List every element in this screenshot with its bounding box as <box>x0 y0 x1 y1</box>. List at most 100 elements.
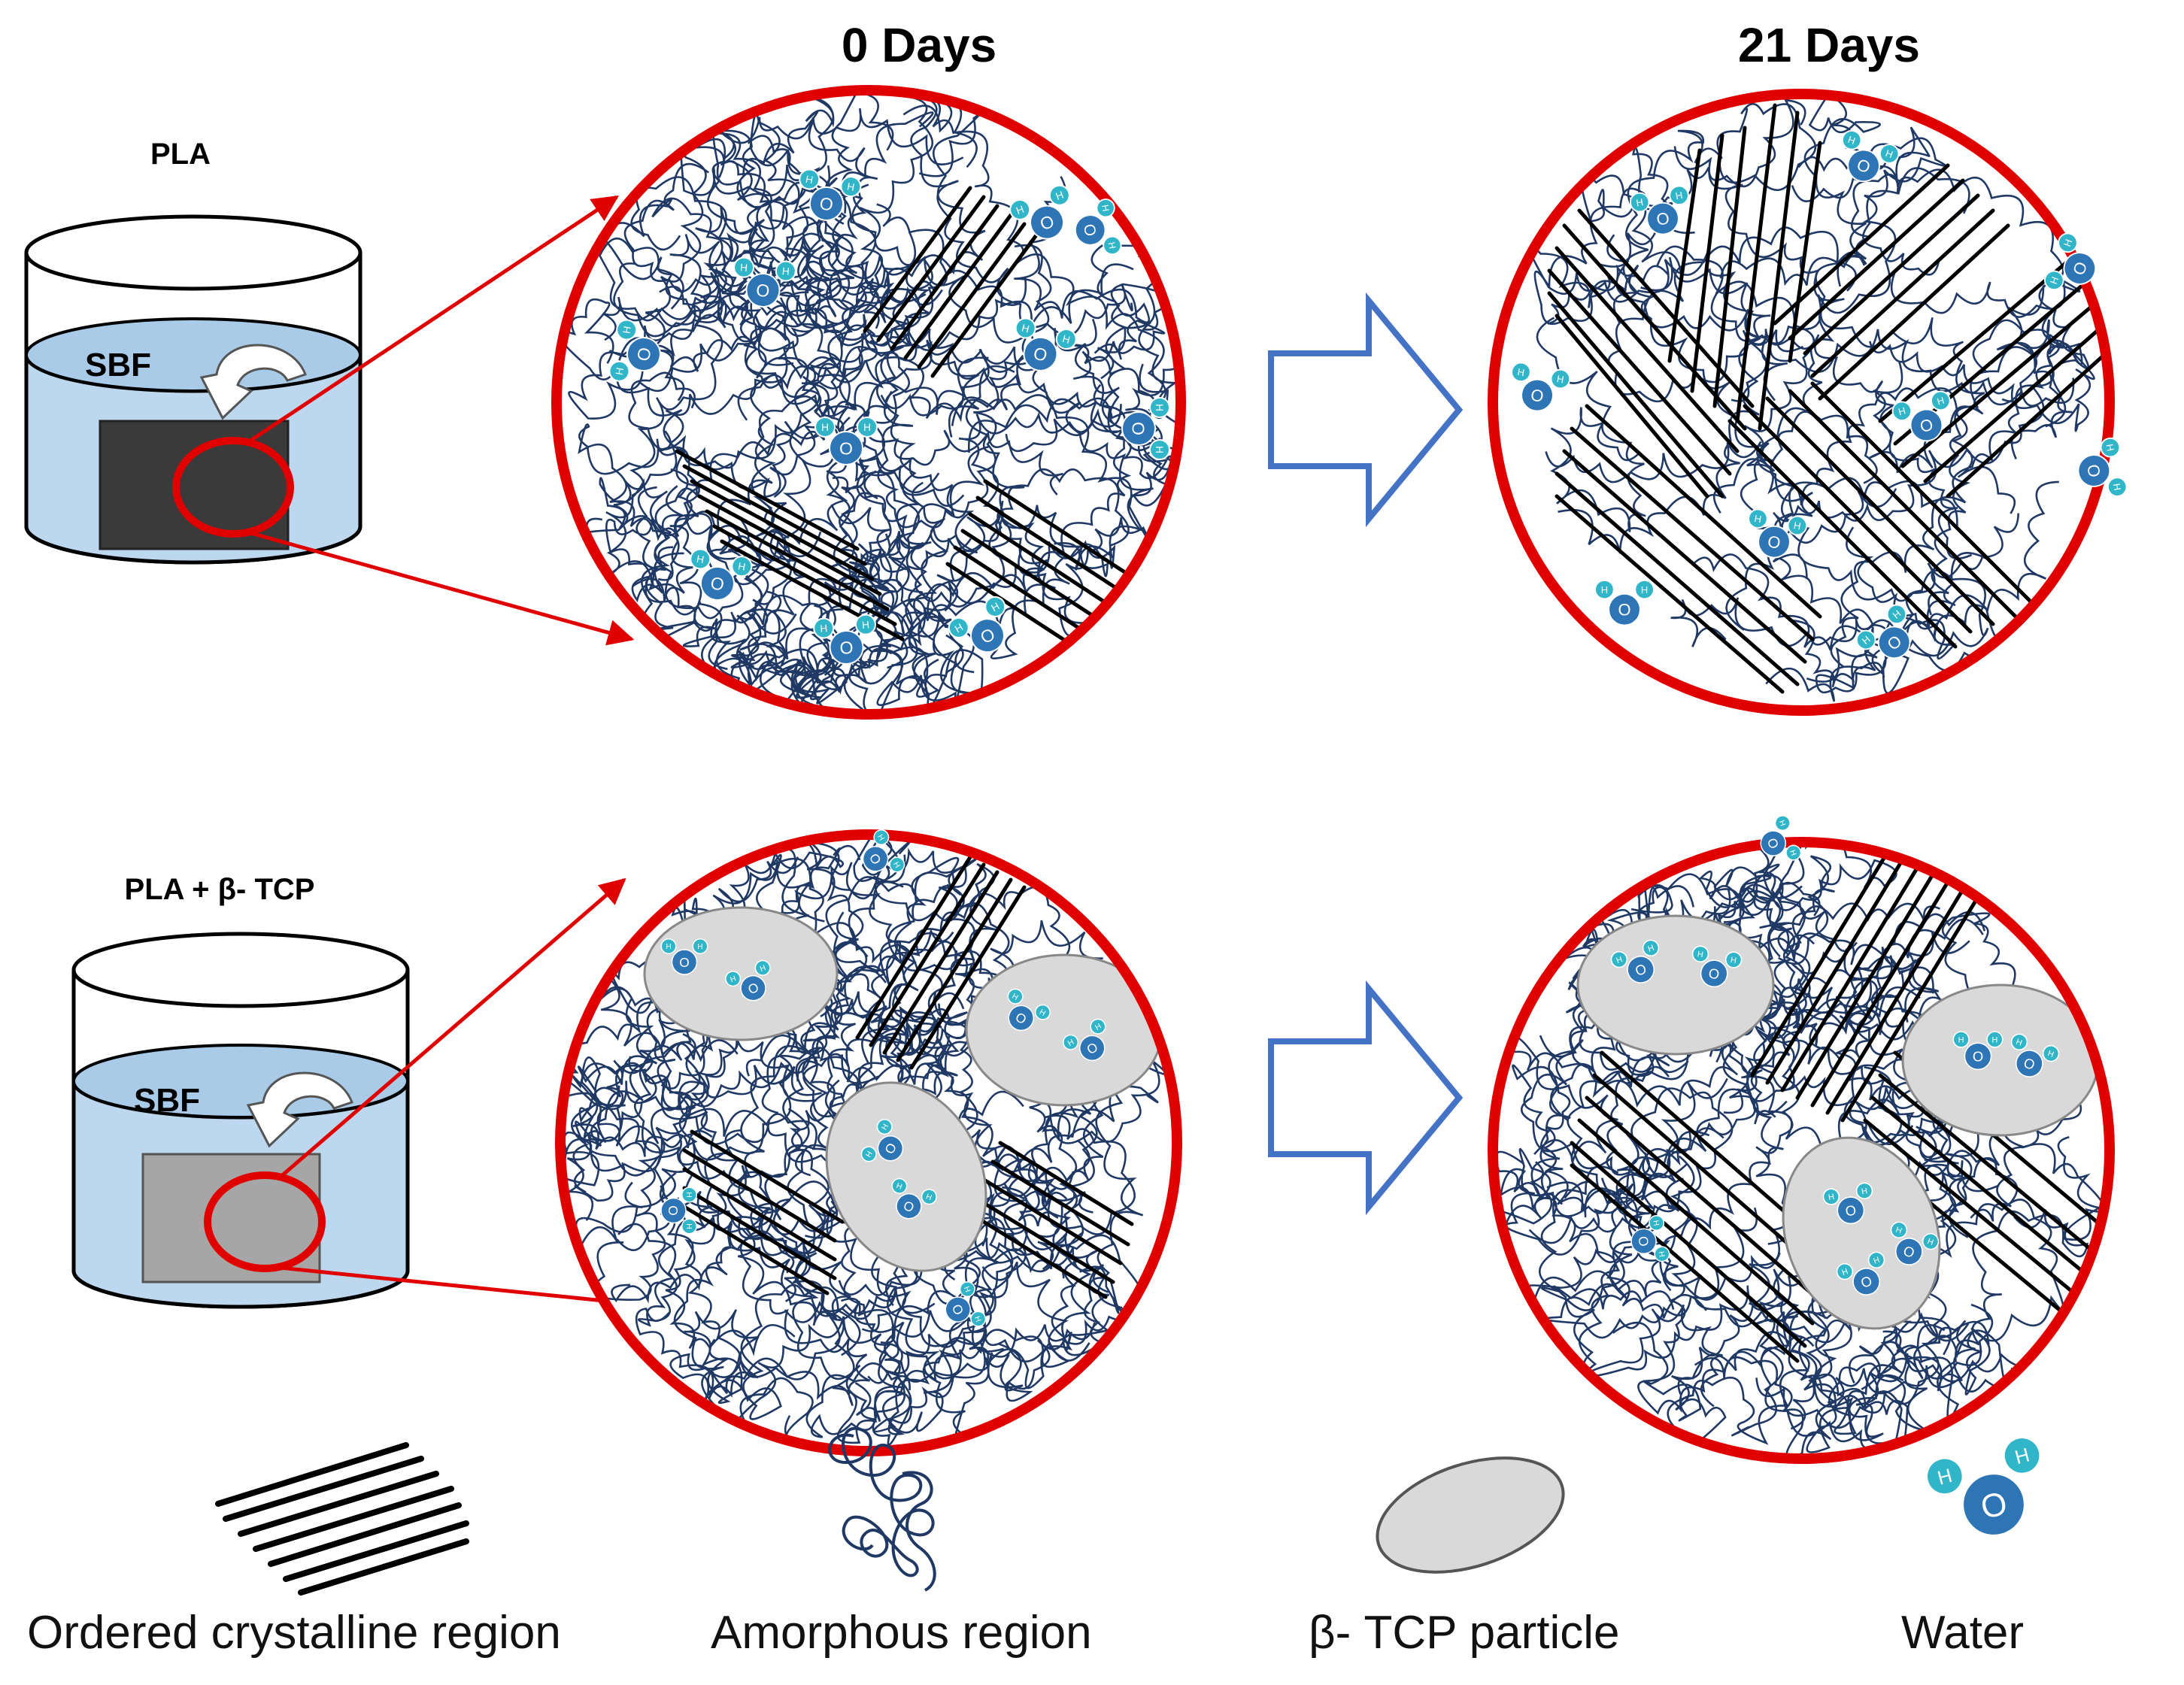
curved-arrow-icon <box>199 344 307 420</box>
svg-text:H: H <box>2046 1049 2055 1059</box>
sample-label-pla-tcp: PLA + β- TCP <box>125 873 315 906</box>
svg-text:O: O <box>1529 385 1545 406</box>
svg-text:H: H <box>1015 204 1025 217</box>
svg-text:H: H <box>1556 373 1565 385</box>
svg-text:H: H <box>875 833 885 842</box>
svg-text:O: O <box>1764 836 1782 850</box>
svg-text:H: H <box>1154 404 1165 411</box>
svg-text:H: H <box>1038 1008 1047 1018</box>
svg-text:H: H <box>1777 820 1787 828</box>
svg-text:H: H <box>666 943 671 951</box>
svg-text:H: H <box>1730 956 1737 965</box>
svg-text:H: H <box>1697 950 1704 959</box>
svg-text:O: O <box>1766 532 1782 553</box>
svg-text:O: O <box>949 1302 966 1317</box>
water-molecule: HHO <box>1822 1182 1873 1225</box>
water-molecule: HHO <box>1890 1221 1940 1265</box>
svg-text:H: H <box>1840 1267 1849 1277</box>
svg-text:H: H <box>1061 333 1071 346</box>
svg-text:H: H <box>1635 196 1644 208</box>
water-molecule: HHO <box>1691 945 1743 988</box>
svg-text:H: H <box>1753 513 1762 525</box>
crystalline-stack <box>863 186 1040 378</box>
svg-text:H: H <box>1958 1035 1964 1044</box>
water-molecule: HHO <box>862 829 905 873</box>
magnify-ring <box>172 437 294 538</box>
svg-text:O: O <box>1918 415 1935 437</box>
water-molecule: HHO <box>1015 317 1077 371</box>
svg-text:H: H <box>1647 944 1656 954</box>
zoom-circle-border <box>1488 837 2115 1464</box>
svg-text:O: O <box>1635 1235 1652 1247</box>
svg-text:H: H <box>2111 483 2123 492</box>
svg-text:O: O <box>1901 1242 1917 1261</box>
water-molecule: HHO <box>608 319 661 382</box>
svg-text:H: H <box>1897 405 1906 417</box>
zoom-pla-day21 <box>1488 89 2115 716</box>
water-molecule: HHO <box>660 1186 697 1235</box>
svg-text:O: O <box>1633 960 1649 979</box>
svg-text:O: O <box>709 573 726 595</box>
tcp-particle <box>1782 1136 1941 1330</box>
water-molecule: HHO <box>1630 1214 1670 1262</box>
svg-text:H: H <box>1657 1250 1666 1257</box>
water-molecule: HHO <box>690 548 753 601</box>
water-molecule: HHO <box>945 1281 987 1327</box>
water-molecule: H HO <box>1610 939 1660 983</box>
water-molecule: HHO <box>1841 129 1900 183</box>
svg-text:H: H <box>739 262 748 274</box>
svg-text:H: H <box>821 422 829 433</box>
svg-text:H: H <box>2104 443 2116 452</box>
beaker-pla: PLA SBF <box>24 138 635 646</box>
svg-text:O: O <box>839 638 854 658</box>
svg-text:H: H <box>730 974 738 984</box>
water-molecule: HHO <box>1063 1018 1106 1062</box>
time-arrow-top <box>1268 292 1464 528</box>
svg-text:H: H <box>1641 584 1648 596</box>
svg-text:O: O <box>2022 1054 2037 1073</box>
legend-tcp-icon <box>1376 1456 1565 1574</box>
water-molecule: HHO <box>1748 508 1808 559</box>
svg-text:H: H <box>614 367 626 376</box>
svg-text:H: H <box>863 422 871 433</box>
svg-text:H: H <box>620 326 632 335</box>
svg-text:H: H <box>962 1286 972 1294</box>
svg-text:H: H <box>1615 955 1624 965</box>
svg-text:H: H <box>891 861 901 870</box>
svg-text:O: O <box>633 346 655 362</box>
svg-text:H: H <box>846 180 855 192</box>
svg-text:H: H <box>1094 1023 1103 1032</box>
svg-text:H: H <box>895 1182 903 1192</box>
svg-text:H: H <box>1054 189 1065 202</box>
water-molecule: H HO <box>660 938 708 975</box>
legend-crystalline-label: Ordered crystalline region <box>27 1607 561 1659</box>
svg-text:H: H <box>925 1193 933 1202</box>
svg-text:H: H <box>1651 1220 1660 1226</box>
svg-text:H: H <box>1106 241 1118 250</box>
legend-crystalline-icon <box>215 1442 469 1596</box>
svg-text:H: H <box>697 943 702 951</box>
svg-text:H: H <box>1828 1193 1835 1202</box>
svg-text:O: O <box>666 1205 681 1215</box>
svg-text:H: H <box>1873 1256 1882 1266</box>
zoom-pla-tcp-day0 <box>555 829 1182 1456</box>
svg-text:O: O <box>2083 462 2104 478</box>
water-molecule: HHO <box>799 168 862 221</box>
svg-text:H: H <box>737 560 746 572</box>
water-molecule: HHO <box>725 959 771 1002</box>
svg-text:O: O <box>679 955 689 970</box>
svg-text:H: H <box>1788 849 1797 857</box>
svg-text:H: H <box>1021 322 1030 335</box>
water-molecule: HHO <box>2077 437 2128 497</box>
svg-text:H: H <box>781 265 790 277</box>
svg-text:O: O <box>839 438 853 458</box>
svg-text:O: O <box>1129 422 1148 435</box>
water-molecule: HHO <box>1121 397 1170 460</box>
zoom-pla-day0 <box>551 85 1186 720</box>
svg-text:O: O <box>1858 1272 1874 1291</box>
water-molecule: HHO <box>1074 199 1122 255</box>
